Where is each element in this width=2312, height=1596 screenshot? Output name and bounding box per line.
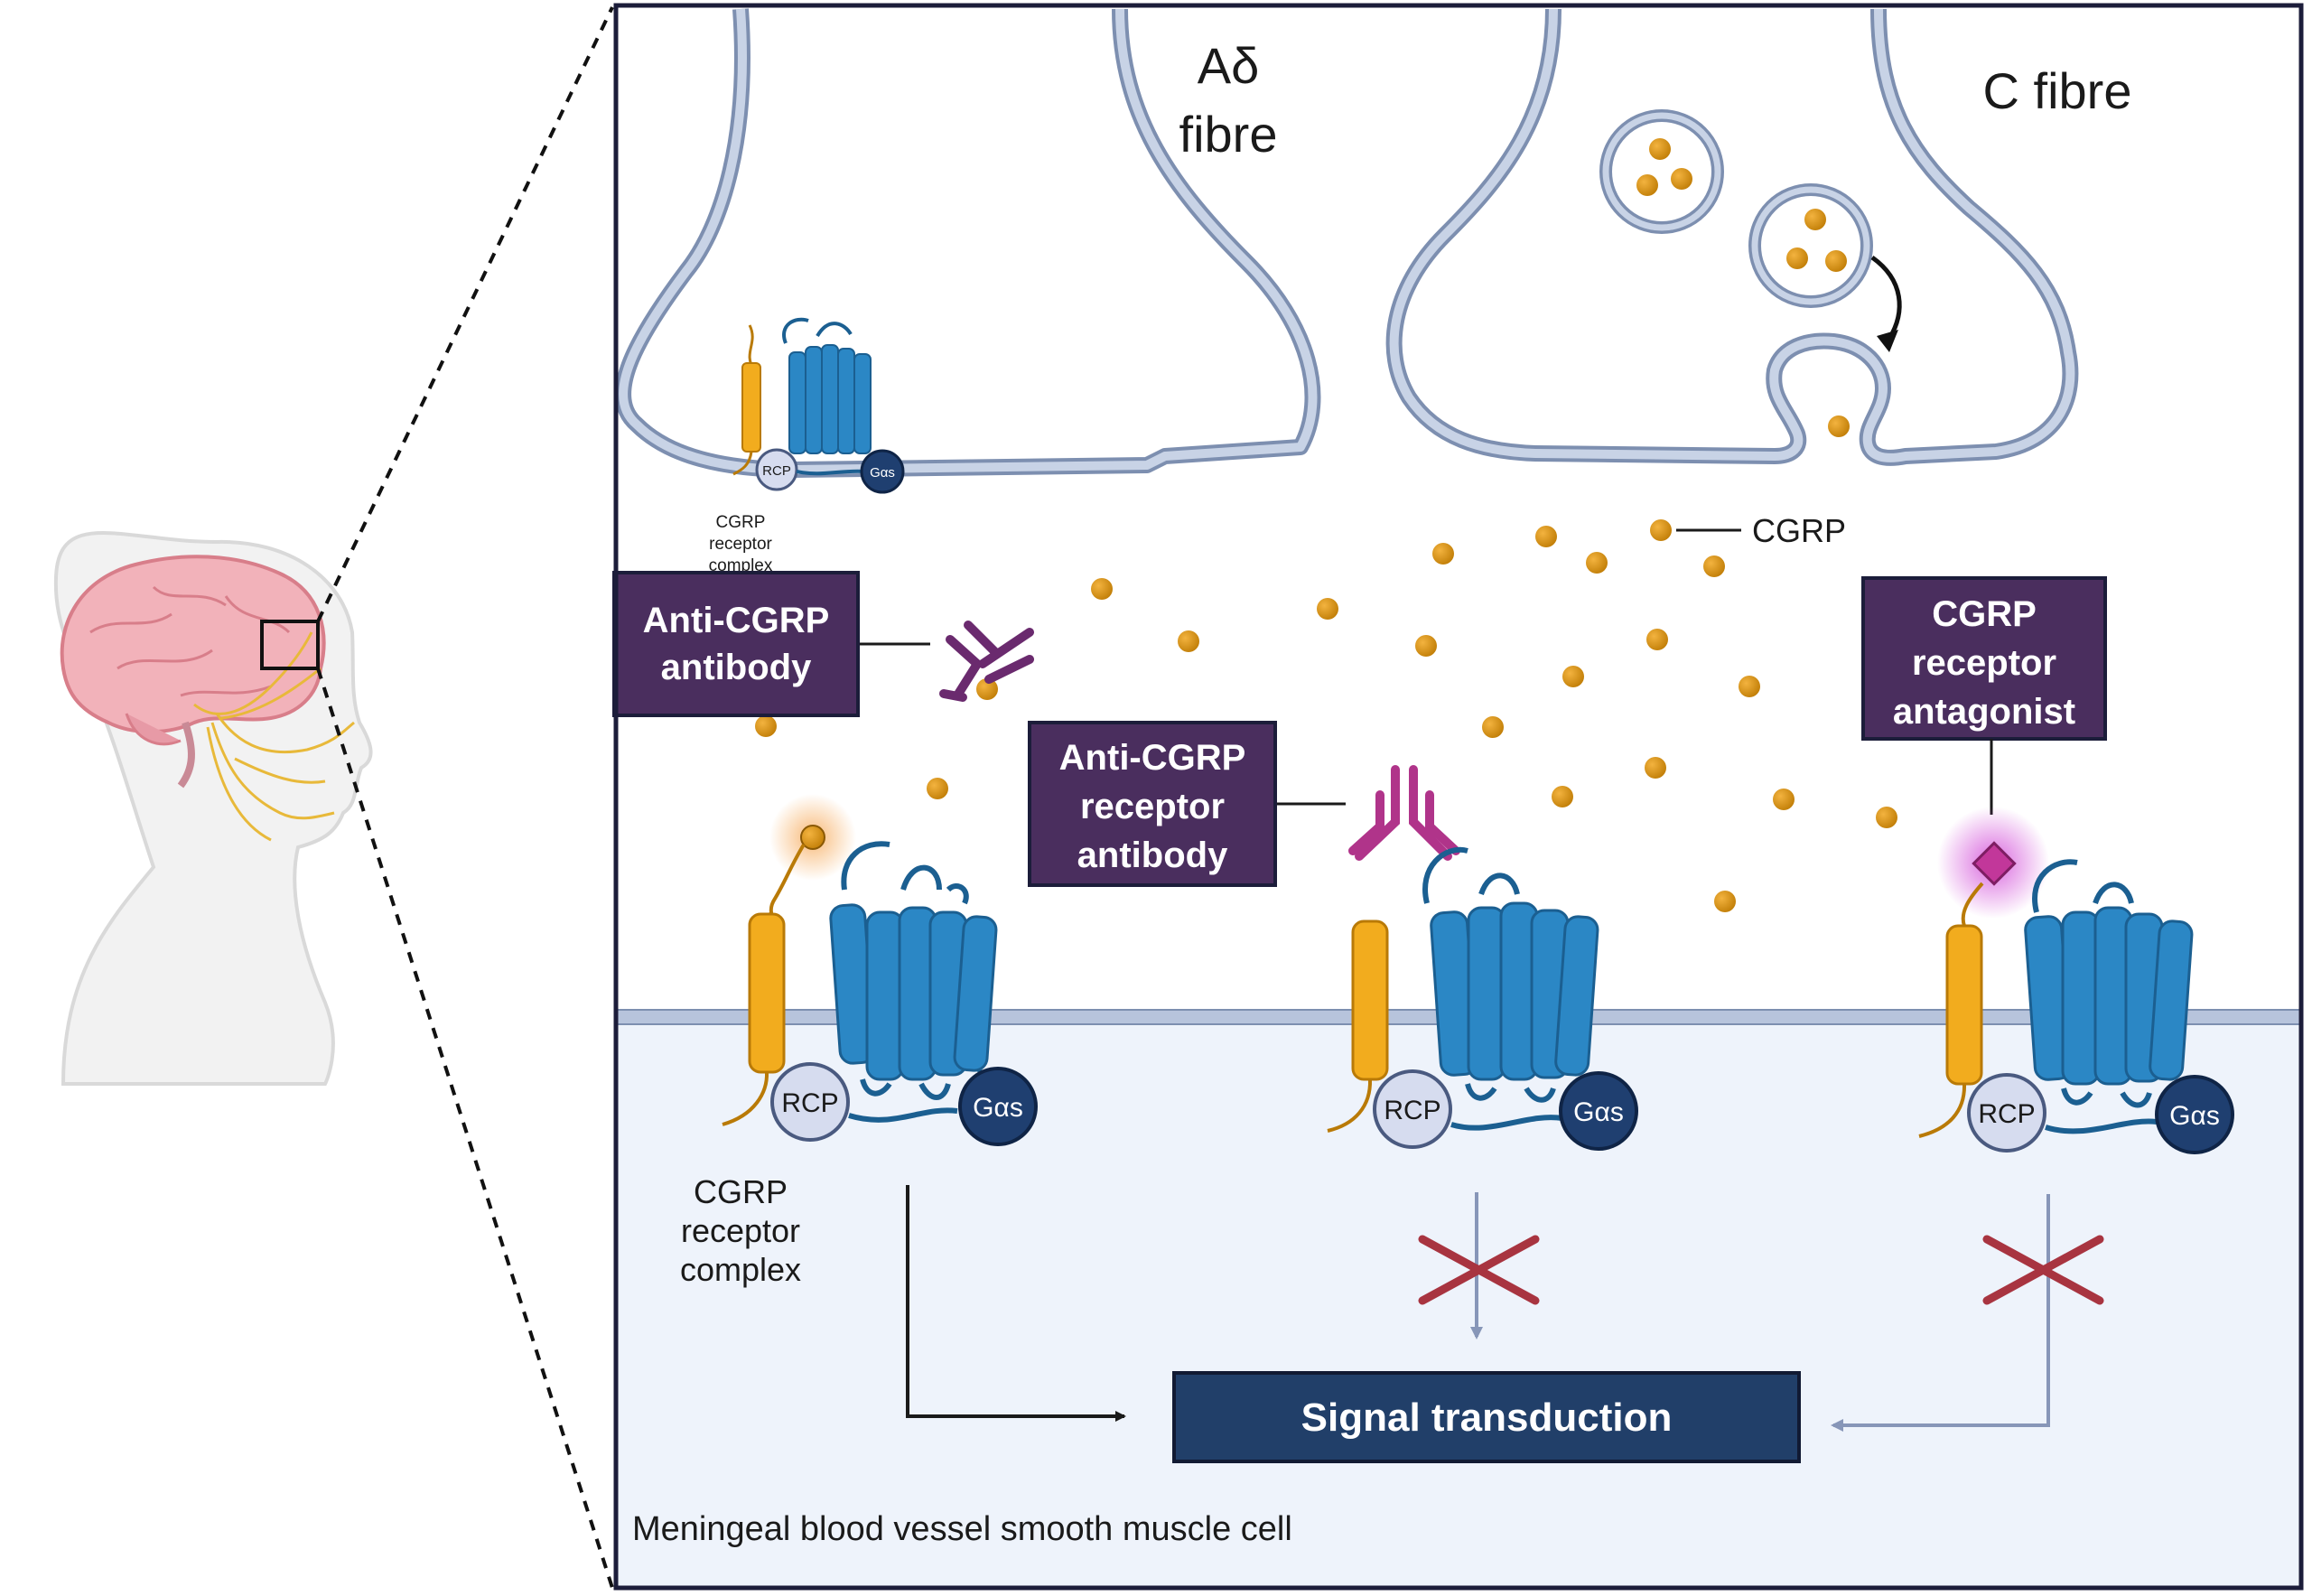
complex-label-line3: complex xyxy=(680,1251,801,1288)
anti-cgrp-label-line1: Anti-CGRP xyxy=(643,601,830,640)
a-delta-fibre-terminal xyxy=(619,8,1318,474)
cgrp-molecule xyxy=(1646,629,1668,650)
small-gas-label: Gαs xyxy=(870,465,895,481)
block-cross-2 xyxy=(1982,1235,2104,1305)
anti-receptor-label-line3: antibody xyxy=(1077,835,1228,875)
antagonist-label-line1: CGRP xyxy=(1932,594,2037,634)
exocytosis-arrow xyxy=(1870,255,1902,341)
a-delta-label-line1: Aδ xyxy=(1198,37,1260,94)
antagonist-label-line2: receptor xyxy=(1912,643,2056,683)
rcp-label-2: RCP xyxy=(1384,1096,1440,1125)
exocytosis-arrowhead xyxy=(1877,330,1898,352)
cgrp-molecule xyxy=(1317,598,1338,620)
small-complex-label-line1: CGRP xyxy=(716,513,766,532)
cgrp-receptor-complex-1: RCP Gαs xyxy=(722,794,1038,1146)
cgrp-molecule xyxy=(1828,415,1850,437)
cgrp-molecule xyxy=(927,778,948,799)
rcp-label-3: RCP xyxy=(1978,1099,2035,1129)
small-complex-label-line2: receptor xyxy=(709,535,772,554)
anti-cgrp-label-line2: antibody xyxy=(661,648,812,687)
cgrp-molecule xyxy=(1773,789,1795,810)
gas-label-1: Gαs xyxy=(973,1093,1023,1123)
zoom-line-top xyxy=(316,6,614,622)
gas-label-3: Gαs xyxy=(2169,1101,2220,1131)
cell-label: Meningeal blood vessel smooth muscle cel… xyxy=(632,1510,1292,1548)
signal-transduction-box xyxy=(1172,1371,1801,1463)
antagonist-molecule xyxy=(1972,841,2017,886)
cgrp-molecule xyxy=(1714,891,1736,912)
anti-cgrp-antibody-box xyxy=(612,571,860,717)
brain-icon xyxy=(60,555,326,789)
cgrp-molecule xyxy=(1415,635,1437,657)
cgrp-molecule xyxy=(1703,555,1725,577)
cgrp-molecules xyxy=(755,519,1897,912)
block-cross-1 xyxy=(1418,1235,1540,1305)
complex-label-line2: receptor xyxy=(681,1212,800,1249)
cgrp-receptor-complex-2: RCP Gαs xyxy=(1327,846,1638,1151)
cgrp-receptor-complex-3: RCP Gαs xyxy=(1918,859,2234,1154)
c-fibre-label: C fibre xyxy=(1983,62,2132,119)
cgrp-molecule xyxy=(976,678,998,700)
cgrp-molecule xyxy=(1552,786,1573,807)
c-fibre-terminal-outline xyxy=(1385,8,2079,466)
vesicle-icon xyxy=(1599,109,1724,234)
antagonist-label-line3: antagonist xyxy=(1893,692,2075,732)
a-delta-label-line2: fibre xyxy=(1179,106,1278,163)
zoom-line-bottom xyxy=(316,667,614,1589)
cgrp-molecule xyxy=(1482,716,1504,738)
small-cgrp-receptor-complex: RCP Gαs xyxy=(732,317,905,494)
anti-receptor-label-line2: receptor xyxy=(1080,787,1225,826)
zoom-region-box xyxy=(260,620,320,670)
zoom-panel: Aδ fibre C fibre RCP Gαs CGRP receptor c… xyxy=(612,3,2304,1591)
cgrp-molecule xyxy=(1562,666,1584,687)
cgrp-molecule xyxy=(1091,578,1113,600)
bound-cgrp-molecule xyxy=(800,825,825,850)
cgrp-molecule xyxy=(1535,526,1557,547)
cgrp-molecule xyxy=(1650,519,1672,541)
small-rcp-label: RCP xyxy=(762,463,791,479)
signal-transduction-label: Signal transduction xyxy=(1301,1395,1673,1440)
anti-cgrp-receptor-antibody-box xyxy=(1028,721,1277,887)
cgrp-molecule xyxy=(1178,630,1199,652)
cgrp-label: CGRP xyxy=(1752,512,1846,549)
gas-label-2: Gαs xyxy=(1573,1097,1624,1127)
antibody-icon xyxy=(939,621,1034,702)
cgrp-molecule xyxy=(1739,676,1760,697)
cgrp-molecule xyxy=(1432,543,1454,565)
cgrp-molecule xyxy=(755,715,777,737)
c-fibre-terminal xyxy=(1389,8,2075,462)
small-complex-label-line3: complex xyxy=(709,556,773,575)
complex-label-line1: CGRP xyxy=(694,1173,788,1210)
signal-arrow-active xyxy=(906,1185,1126,1422)
rcp-label-1: RCP xyxy=(781,1088,838,1118)
antibody-icon xyxy=(1348,765,1460,861)
zoom-panel-frame xyxy=(613,3,2304,1591)
cgrp-receptor-antagonist-box xyxy=(1861,576,2107,741)
cgrp-molecule xyxy=(1586,552,1608,574)
cgrp-molecule xyxy=(1876,807,1897,828)
vesicle-icon xyxy=(1748,183,1873,308)
trigeminal-nerve-icon xyxy=(193,631,355,842)
anti-receptor-label-line1: Anti-CGRP xyxy=(1059,738,1246,778)
cgrp-molecule xyxy=(1645,757,1666,779)
